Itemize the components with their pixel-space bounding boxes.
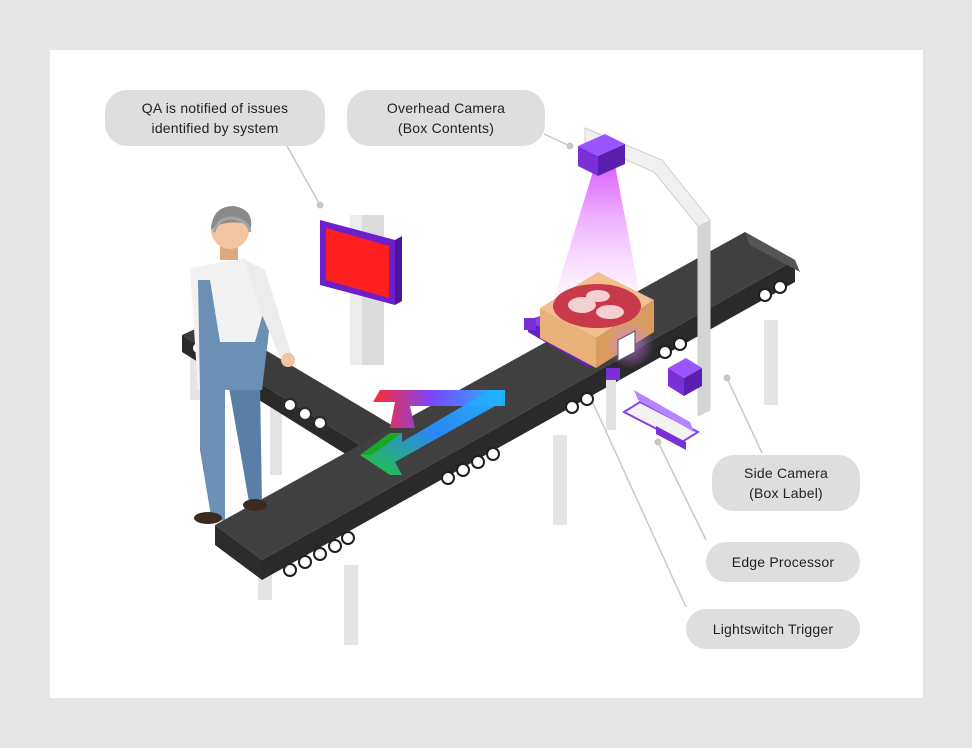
conveyor-illustration: [182, 127, 800, 645]
diverter-arrow-icon: [360, 390, 505, 475]
callout-edge-processor: Edge Processor: [706, 542, 860, 582]
diagram-panel: QA is notified of issues identified by s…: [50, 50, 923, 698]
callout-overhead-camera: Overhead Camera (Box Contents): [347, 90, 545, 146]
factory-worker-figure: [190, 206, 295, 524]
overhead-camera-icon: [578, 134, 625, 176]
side-camera-icon: [668, 358, 702, 396]
meat-box-icon: [540, 272, 654, 369]
callout-side-camera: Side Camera (Box Label): [712, 455, 860, 511]
leader-lines: [286, 133, 763, 608]
callout-lightswitch-trigger: Lightswitch Trigger: [686, 609, 860, 649]
camera-beam: [555, 165, 640, 295]
qa-monitor: [320, 215, 402, 365]
callout-qa-notified: QA is notified of issues identified by s…: [105, 90, 325, 146]
edge-processor-icon: [606, 368, 701, 450]
